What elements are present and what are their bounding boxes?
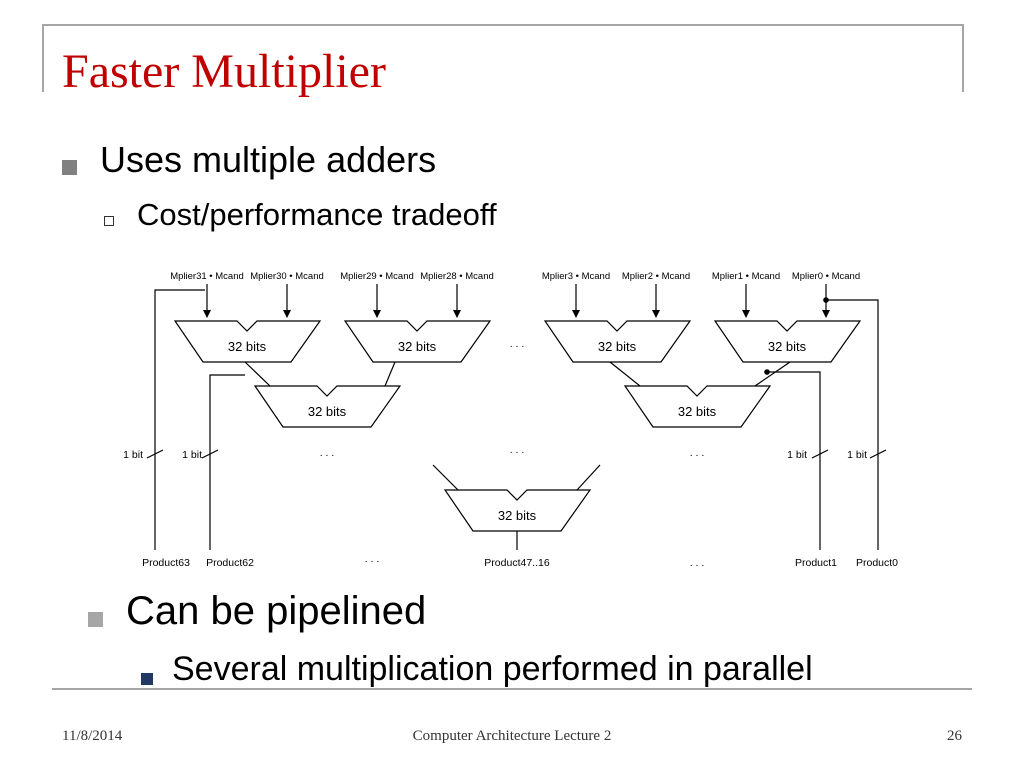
adder-top-4: [713, 320, 862, 363]
bit-tick-product63: [146, 449, 164, 459]
adder-mid-2: [623, 385, 772, 428]
wire-adder2-to-mid1: [384, 361, 396, 387]
wire-adder4-to-mid2: [754, 361, 791, 387]
junction-dot-mid2: [764, 369, 770, 375]
bullet-cost-performance: Cost/performance tradeoff: [137, 197, 497, 232]
wire-product63: [154, 289, 205, 550]
bit-label-product0: 1 bit: [847, 449, 867, 461]
frame-left-line: [42, 24, 44, 92]
adder-top-1: [173, 320, 322, 363]
bit-tick-product0: [869, 449, 887, 459]
adder-label-top-3: 32 bits: [598, 339, 637, 354]
frame-right-line: [962, 24, 964, 92]
output-label-product1: Product1: [795, 557, 837, 569]
input-label-mplier2: Mplier2 • Mcand: [622, 271, 690, 282]
wire-product0: [826, 299, 879, 550]
bullet-uses-multiple-adders: Uses multiple adders: [100, 139, 437, 180]
adder-label-mid-1: 32 bits: [308, 404, 347, 419]
ellipsis-bottom-right: . . .: [690, 557, 705, 569]
hollow-square-bullet-icon: [104, 216, 114, 226]
ellipsis-mid-right: . . .: [690, 447, 705, 459]
input-label-mplier3: Mplier3 • Mcand: [542, 271, 610, 282]
input-label-mplier0: Mplier0 • Mcand: [792, 271, 860, 282]
input-label-mplier31: Mplier31 • Mcand: [170, 271, 244, 282]
ellipsis-mid-left: . . .: [320, 447, 335, 459]
input-label-mplier29: Mplier29 • Mcand: [340, 271, 414, 282]
bit-label-product1: 1 bit: [787, 449, 807, 461]
adder-bottom: [443, 489, 592, 532]
ellipsis-mid-center: . . .: [510, 444, 525, 456]
bit-label-product63: 1 bit: [123, 449, 143, 461]
adder-label-top-4: 32 bits: [768, 339, 807, 354]
square-bullet-icon: [62, 160, 77, 175]
bullet-can-be-pipelined: Can be pipelined: [126, 589, 427, 633]
footer-divider: [52, 688, 972, 690]
wire-into-bottom-right: [576, 464, 601, 491]
slide-title: Faster Multiplier: [62, 45, 386, 98]
footer-course: Computer Architecture Lecture 2: [412, 728, 612, 744]
output-label-product0: Product0: [856, 557, 898, 569]
adder-label-top-2: 32 bits: [398, 339, 437, 354]
output-label-product62: Product62: [206, 557, 254, 569]
bit-tick-product62: [201, 449, 219, 459]
adder-top-3: [543, 320, 692, 363]
wire-into-bottom-left: [432, 464, 459, 491]
footer-date: 11/8/2014: [62, 728, 123, 744]
wire-product62: [209, 374, 245, 550]
input-label-mplier1: Mplier1 • Mcand: [712, 271, 780, 282]
adder-label-top-1: 32 bits: [228, 339, 267, 354]
output-label-product47-16: Product47..16: [484, 557, 550, 569]
output-label-product63: Product63: [142, 557, 190, 569]
footer-page-number: 26: [947, 728, 962, 744]
adder-label-bottom: 32 bits: [498, 508, 537, 523]
adder-top-2: [343, 320, 492, 363]
wire-adder3-to-mid2: [609, 361, 641, 387]
bit-tick-product1: [811, 449, 829, 459]
junction-dot-mplier0: [823, 297, 829, 303]
adder-label-mid-2: 32 bits: [678, 404, 717, 419]
ellipsis-top-center: . . .: [510, 338, 525, 350]
ellipsis-bottom-left: . . .: [365, 553, 380, 565]
wire-product1: [767, 371, 821, 550]
bullet-parallel-multiplication: Several multiplication performed in para…: [172, 650, 813, 688]
frame-top-line: [42, 24, 964, 26]
input-label-mplier30: Mplier30 • Mcand: [250, 271, 324, 282]
square-bullet-icon: [88, 612, 103, 627]
wire-adder1-to-mid1: [244, 361, 271, 387]
adder-mid-1: [253, 385, 402, 428]
bit-label-product62: 1 bit: [182, 449, 202, 461]
filled-square-bullet-icon: [141, 673, 153, 685]
input-label-mplier28: Mplier28 • Mcand: [420, 271, 494, 282]
